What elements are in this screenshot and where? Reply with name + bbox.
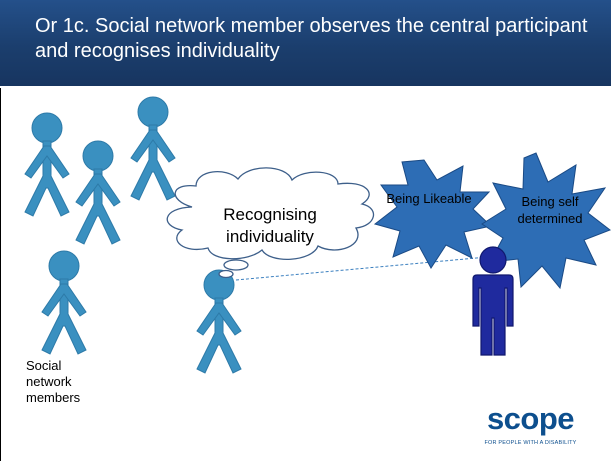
member-figure-4: [41, 250, 87, 355]
logo-tagline: FOR PEOPLE WITH A DISABILITY: [484, 440, 577, 446]
thought-bubble-dot-large: [223, 259, 249, 271]
starburst-self-determined-label: Being self determined: [517, 194, 583, 226]
scope-logo: scope FOR PEOPLE WITH A DISABILITY: [463, 402, 598, 454]
member-figure-1: [24, 112, 70, 217]
central-participant-figure: [472, 246, 514, 356]
member-figure-3: [75, 140, 121, 245]
thought-bubble-dot-small: [218, 269, 234, 279]
logo-wordmark: scope: [486, 401, 575, 436]
central-participant-head: [479, 246, 507, 274]
thought-bubble-text: Recognising individuality: [223, 205, 317, 246]
observation-line: [235, 255, 499, 281]
left-border-line: [0, 88, 1, 461]
title-divider: [0, 86, 611, 88]
starburst-self-determined: [481, 152, 611, 290]
starburst-likeable: [373, 159, 493, 269]
thought-bubble: [166, 167, 374, 279]
slide-title: Or 1c. Social network member observes th…: [35, 15, 588, 62]
title-bar: Or 1c. Social network member observes th…: [0, 0, 611, 86]
member-figure-2: [130, 96, 176, 201]
social-network-members-label: Social network members: [26, 358, 81, 405]
observer-member-figure: [196, 269, 242, 374]
starburst-likeable-label: Being Likeable: [386, 191, 472, 206]
